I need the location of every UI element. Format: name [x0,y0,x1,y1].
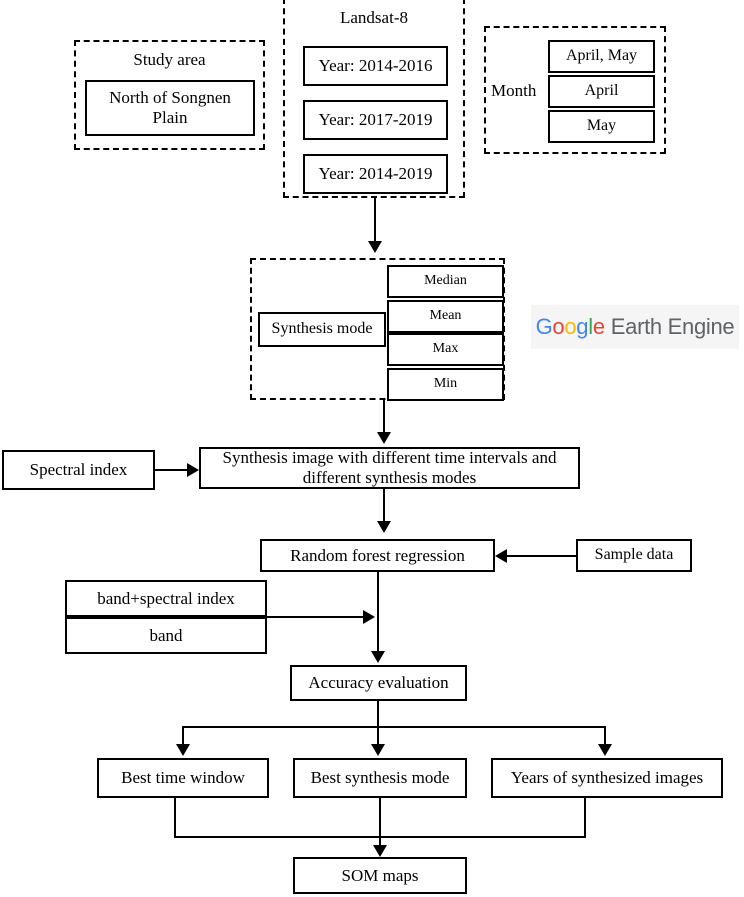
synthesis-mode-item-max[interactable]: Max [387,333,504,366]
google-logo-letter-o-yellow: o [564,314,577,339]
branch-bus-horizontal [182,726,606,728]
merge-drop-best-synthesis-mode [379,798,381,850]
study-area-item-north-of-songnen-plain[interactable]: North of Songnen Plain [85,80,255,136]
spectral-index-node[interactable]: Spectral index [2,450,155,490]
band-spectral-index-node[interactable]: band+spectral index [65,580,267,617]
som-maps-node[interactable]: SOM maps [293,857,467,894]
best-time-window-node[interactable]: Best time window [97,758,269,798]
connector-random-forest-to-accuracy [377,572,379,653]
arrow-random-forest-to-accuracy [371,651,385,663]
arrow-spectral-index-to-synthesis-image [187,463,199,477]
branch-drop-best-time-window [182,726,184,746]
sample-data-node[interactable]: Sample data [576,539,692,572]
connector-spectral-index-to-synthesis-image [155,469,189,471]
arrow-landsat-to-synthesis [368,241,382,253]
merge-drop-best-time-window [174,798,176,838]
merge-drop-years-synthesized [584,798,586,838]
branch-drop-years-synthesized [604,726,606,746]
branch-drop-best-synthesis-mode [377,726,379,746]
random-forest-regression-node[interactable]: Random forest regression [260,539,495,572]
study-area-group-label: Study area [133,50,206,69]
arrow-synthesis-image-to-random-forest [377,521,391,533]
best-synthesis-mode-node[interactable]: Best synthesis mode [293,758,467,798]
landsat-item-year-2014-2016[interactable]: Year: 2014-2016 [303,46,448,86]
study-area-group [74,40,265,150]
google-logo-letter-g-blue: G [535,314,553,339]
synthesis-mode-item-min[interactable]: Min [387,368,504,401]
arrow-synthesis-mode-to-image [377,432,391,444]
synthesis-mode-label-box[interactable]: Synthesis mode [258,312,386,347]
arrow-band-to-main-flow [363,610,375,624]
month-item-april[interactable]: April [548,75,655,108]
synthesis-mode-item-mean[interactable]: Mean [387,300,504,333]
arrow-to-som-maps [373,845,387,857]
landsat-group-label: Landsat-8 [340,8,408,27]
accuracy-evaluation-node[interactable]: Accuracy evaluation [290,665,467,701]
connector-accuracy-to-bus [377,701,379,728]
google-logo-letter-g-blue-2: g [576,314,589,339]
band-node[interactable]: band [65,617,267,654]
arrow-to-best-time-window [176,744,190,756]
landsat-item-year-2017-2019[interactable]: Year: 2017-2019 [303,100,448,140]
google-logo-letter-l-green: l [588,314,593,339]
synthesis-mode-group [250,258,505,400]
connector-landsat-to-synthesis [374,198,376,244]
month-group-label: Month [491,81,537,100]
connector-sample-data-to-random-forest [507,555,576,557]
years-of-synthesized-images-node[interactable]: Years of synthesized images [491,758,723,798]
connector-synthesis-image-to-random-forest [383,489,385,523]
landsat-group [283,0,465,198]
google-logo-suffix: Earth Engine [610,314,735,339]
connector-synthesis-mode-to-image [383,400,385,434]
month-item-april-may[interactable]: April, May [548,40,655,73]
arrow-to-years-synthesized [598,744,612,756]
month-group [484,26,666,154]
arrow-to-best-synthesis-mode [371,744,385,756]
google-logo-letter-o-red: o [552,314,565,339]
connector-band-to-main-flow [267,616,365,618]
month-item-may[interactable]: May [548,110,655,143]
arrow-sample-data-to-random-forest [495,549,507,563]
google-logo-letter-e-red: e [592,314,605,339]
synthesis-mode-item-median[interactable]: Median [387,265,504,298]
synthesis-image-node[interactable]: Synthesis image with different time inte… [199,447,580,489]
landsat-item-year-2014-2019[interactable]: Year: 2014-2019 [303,154,448,194]
